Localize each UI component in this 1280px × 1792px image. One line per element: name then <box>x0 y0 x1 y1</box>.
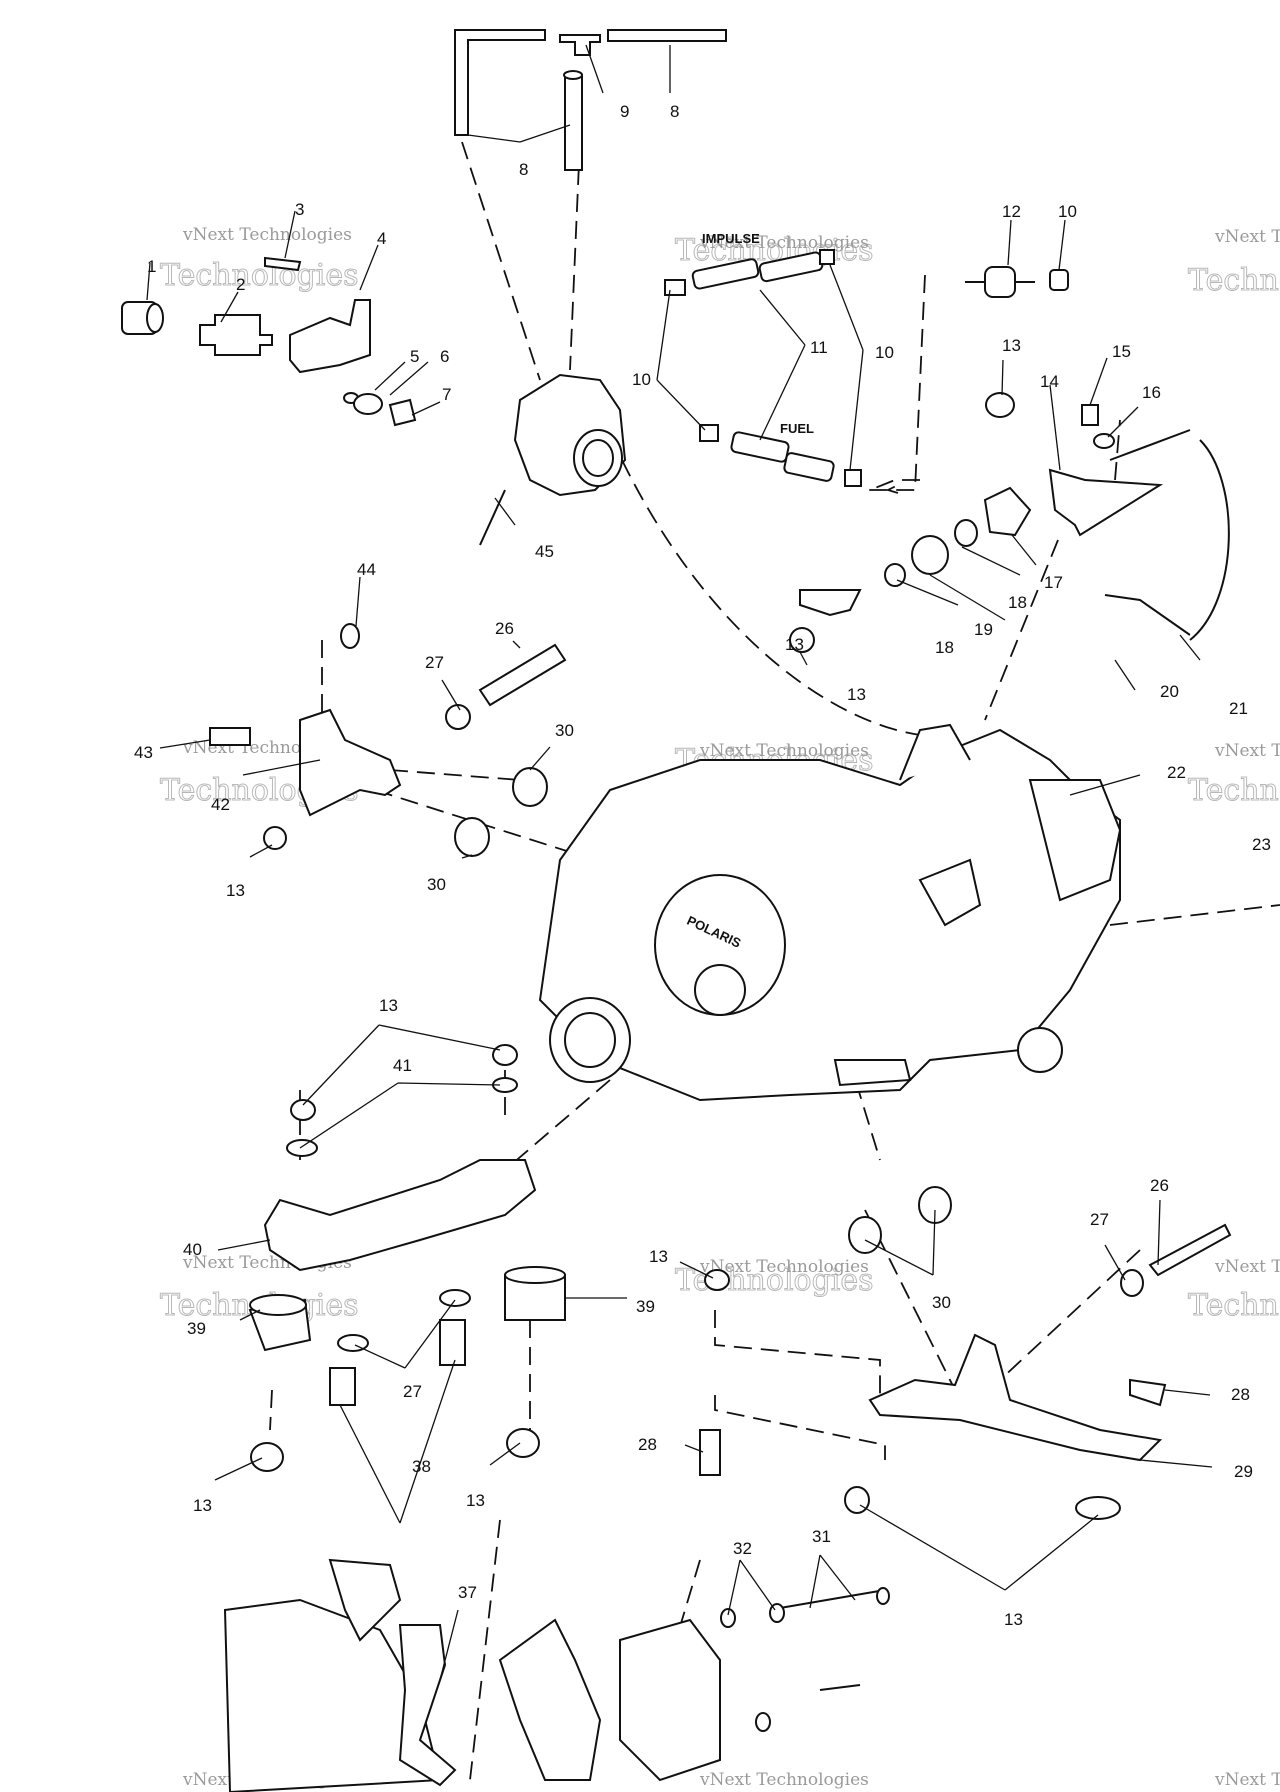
callout-number: 39 <box>636 1297 655 1316</box>
callout-number: 22 <box>1167 763 1186 782</box>
callout-number: 19 <box>974 620 993 639</box>
lower-right-mount <box>699 1186 1232 1520</box>
callout-number: 13 <box>847 685 866 704</box>
watermark: Technologies <box>1188 263 1280 298</box>
callout-number: 20 <box>1160 682 1179 701</box>
callout-number: 13 <box>466 1491 485 1510</box>
callout-number: 13 <box>1002 336 1021 355</box>
callout-number: 38 <box>412 1457 431 1476</box>
watermark: vNext Technologies <box>699 233 869 253</box>
callout-number: 13 <box>226 881 245 900</box>
callout-number: 2 <box>236 275 245 294</box>
callout-number: 3 <box>295 200 304 219</box>
watermark: vNext Technologies <box>182 225 352 245</box>
callout-number: 31 <box>812 1527 831 1546</box>
callout-number: 14 <box>1040 372 1059 391</box>
callout-number: 4 <box>377 229 386 248</box>
callout-number: 42 <box>211 795 230 814</box>
callout-number: 10 <box>632 370 651 389</box>
callout-number: 27 <box>403 1382 422 1401</box>
callout-number: 13 <box>379 996 398 1015</box>
callout-number: 40 <box>183 1240 202 1259</box>
callout-number: 30 <box>555 721 574 740</box>
watermark: vNext Technologies <box>1214 1770 1280 1790</box>
callout-number: 13 <box>193 1496 212 1515</box>
callout-number: 17 <box>1044 573 1063 592</box>
callout-number: 30 <box>427 875 446 894</box>
engine-assembly: POLARIS <box>538 723 1122 1102</box>
callout-number: 12 <box>1002 202 1021 221</box>
callout-number: 27 <box>1090 1210 1109 1229</box>
callout-number: 9 <box>620 102 629 121</box>
callout-number: 15 <box>1112 342 1131 361</box>
watermark: vNext Technologies <box>1214 227 1280 247</box>
callout-number: 8 <box>670 102 679 121</box>
callout-number: 6 <box>440 347 449 366</box>
callout-number: 28 <box>638 1435 657 1454</box>
callout-number: 44 <box>357 560 376 579</box>
impulse-label: IMPULSE <box>702 231 760 246</box>
callout-number: 32 <box>733 1539 752 1558</box>
watermark: vNext Technologies <box>699 1257 869 1277</box>
watermark: vNext Technologies <box>1214 1257 1280 1277</box>
callout-number: 7 <box>442 385 451 404</box>
watermark: Technologies <box>1188 1288 1280 1323</box>
callout-number: 39 <box>187 1319 206 1338</box>
callout-number: 16 <box>1142 383 1161 402</box>
callout-number: 26 <box>495 619 514 638</box>
carburetor <box>479 373 627 546</box>
watermark: Technologies <box>1188 773 1280 808</box>
watermark: Technologies <box>160 258 359 293</box>
callout-number: 18 <box>1008 593 1027 612</box>
callout-number: 1 <box>147 257 156 276</box>
watermark: vNext Technologies <box>1214 741 1280 761</box>
callout-number: 29 <box>1234 1462 1253 1481</box>
callout-number: 45 <box>535 542 554 561</box>
bottom-assembly <box>223 1558 890 1792</box>
callout-number: 18 <box>935 638 954 657</box>
leader-lines <box>146 44 1213 1681</box>
watermark: vNext Technologies <box>699 741 869 761</box>
callout-numbers: 1 2 3 4 5 6 7 8 8 9 10 10 10 11 12 13 13… <box>134 102 1271 1629</box>
watermark: vNext Technologies <box>699 1770 869 1790</box>
callout-number: 10 <box>875 343 894 362</box>
callout-number: 13 <box>649 1247 668 1266</box>
hose-assembly <box>454 29 727 171</box>
callout-number: 37 <box>458 1583 477 1602</box>
callout-number: 23 <box>1252 835 1271 854</box>
callout-number: 13 <box>1004 1610 1023 1629</box>
front-mount-parts <box>209 623 567 857</box>
callout-number: 30 <box>932 1293 951 1312</box>
small-parts-top-left <box>121 256 417 427</box>
callout-number: 41 <box>393 1056 412 1075</box>
callout-number: 13 <box>785 635 804 654</box>
callout-number: 8 <box>519 160 528 179</box>
callout-number: 27 <box>425 653 444 672</box>
callout-number: 26 <box>1150 1176 1169 1195</box>
callout-number: 21 <box>1229 699 1248 718</box>
callout-number: 10 <box>1058 202 1077 221</box>
callout-number: 28 <box>1231 1385 1250 1404</box>
fuel-label: FUEL <box>780 421 814 436</box>
callout-number: 43 <box>134 743 153 762</box>
callout-number: 11 <box>810 338 828 357</box>
lower-left-mount <box>248 1044 566 1472</box>
callout-number: 5 <box>410 347 419 366</box>
fuel-line-parts: IMPULSE FUEL <box>664 231 1069 487</box>
right-bracket-parts <box>789 392 1230 653</box>
